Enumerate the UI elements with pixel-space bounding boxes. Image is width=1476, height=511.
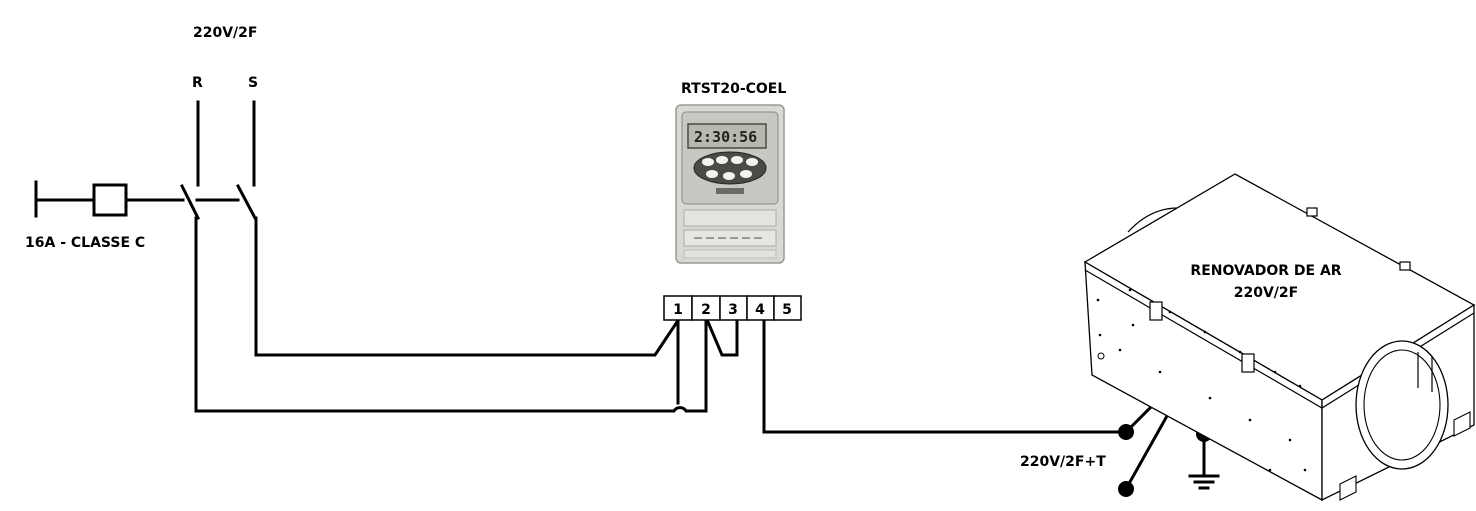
terminal-3-label: 3 (728, 302, 738, 318)
unit-latches (1149, 207, 1411, 373)
terminal-2-label: 2 (701, 302, 711, 318)
rear-duct-outline (1127, 207, 1179, 233)
wire-s-to-terminal-1 (254, 216, 680, 357)
unit-voltage-label: 220V/2F (1234, 285, 1298, 301)
supply-voltage-label: 220V/2F (193, 25, 257, 41)
duct-collar-inner (1363, 349, 1441, 461)
timer-slot (716, 188, 744, 194)
timer-label-plate (683, 209, 777, 227)
timer-buttons (693, 151, 767, 185)
breaker-label: 16A - CLASSE C (25, 235, 145, 251)
terminal-5-box (773, 295, 802, 321)
unit-feet (1339, 411, 1471, 501)
timer-display-text: 2:30:56 (694, 128, 757, 146)
connection-dot-2 (1118, 481, 1134, 497)
timer-device: 2:30:56 (675, 104, 785, 264)
terminal-2-box (691, 295, 721, 321)
phase-r-label: R (192, 75, 203, 91)
jumper-terminal-2-3 (706, 320, 739, 357)
terminal-1-box (663, 295, 693, 321)
terminal-5-label: 5 (782, 302, 792, 318)
contact-s (235, 183, 258, 221)
unit-lid-edge (1084, 269, 1475, 409)
timer-model-label: RTST20-COEL (681, 81, 786, 97)
terminal-4-box (746, 295, 775, 321)
connection-dot-1 (1118, 424, 1134, 440)
switch-contacts (179, 100, 258, 221)
air-renewal-unit (1083, 173, 1476, 502)
fuse-symbol (92, 183, 128, 217)
contact-r (179, 183, 201, 221)
terminal-4-label: 4 (755, 302, 765, 318)
terminal-3-box (719, 295, 748, 321)
wire-terminal-4-to-unit (762, 320, 1127, 434)
connection-label: 220V/2F+T (1020, 454, 1106, 470)
timer-display (687, 123, 767, 149)
unit-rivets (1096, 288, 1307, 472)
terminal-1-label: 1 (673, 302, 683, 318)
unit-name-label: RENOVADOR DE AR (1190, 263, 1341, 279)
wire-r-to-terminal-2 (194, 216, 708, 413)
ground-icon (1188, 474, 1220, 490)
phase-s-label: S (248, 75, 258, 91)
unit-port (1097, 352, 1105, 360)
circuit-breaker (34, 180, 240, 218)
terminal-block: 1 2 3 4 5 (663, 295, 802, 321)
